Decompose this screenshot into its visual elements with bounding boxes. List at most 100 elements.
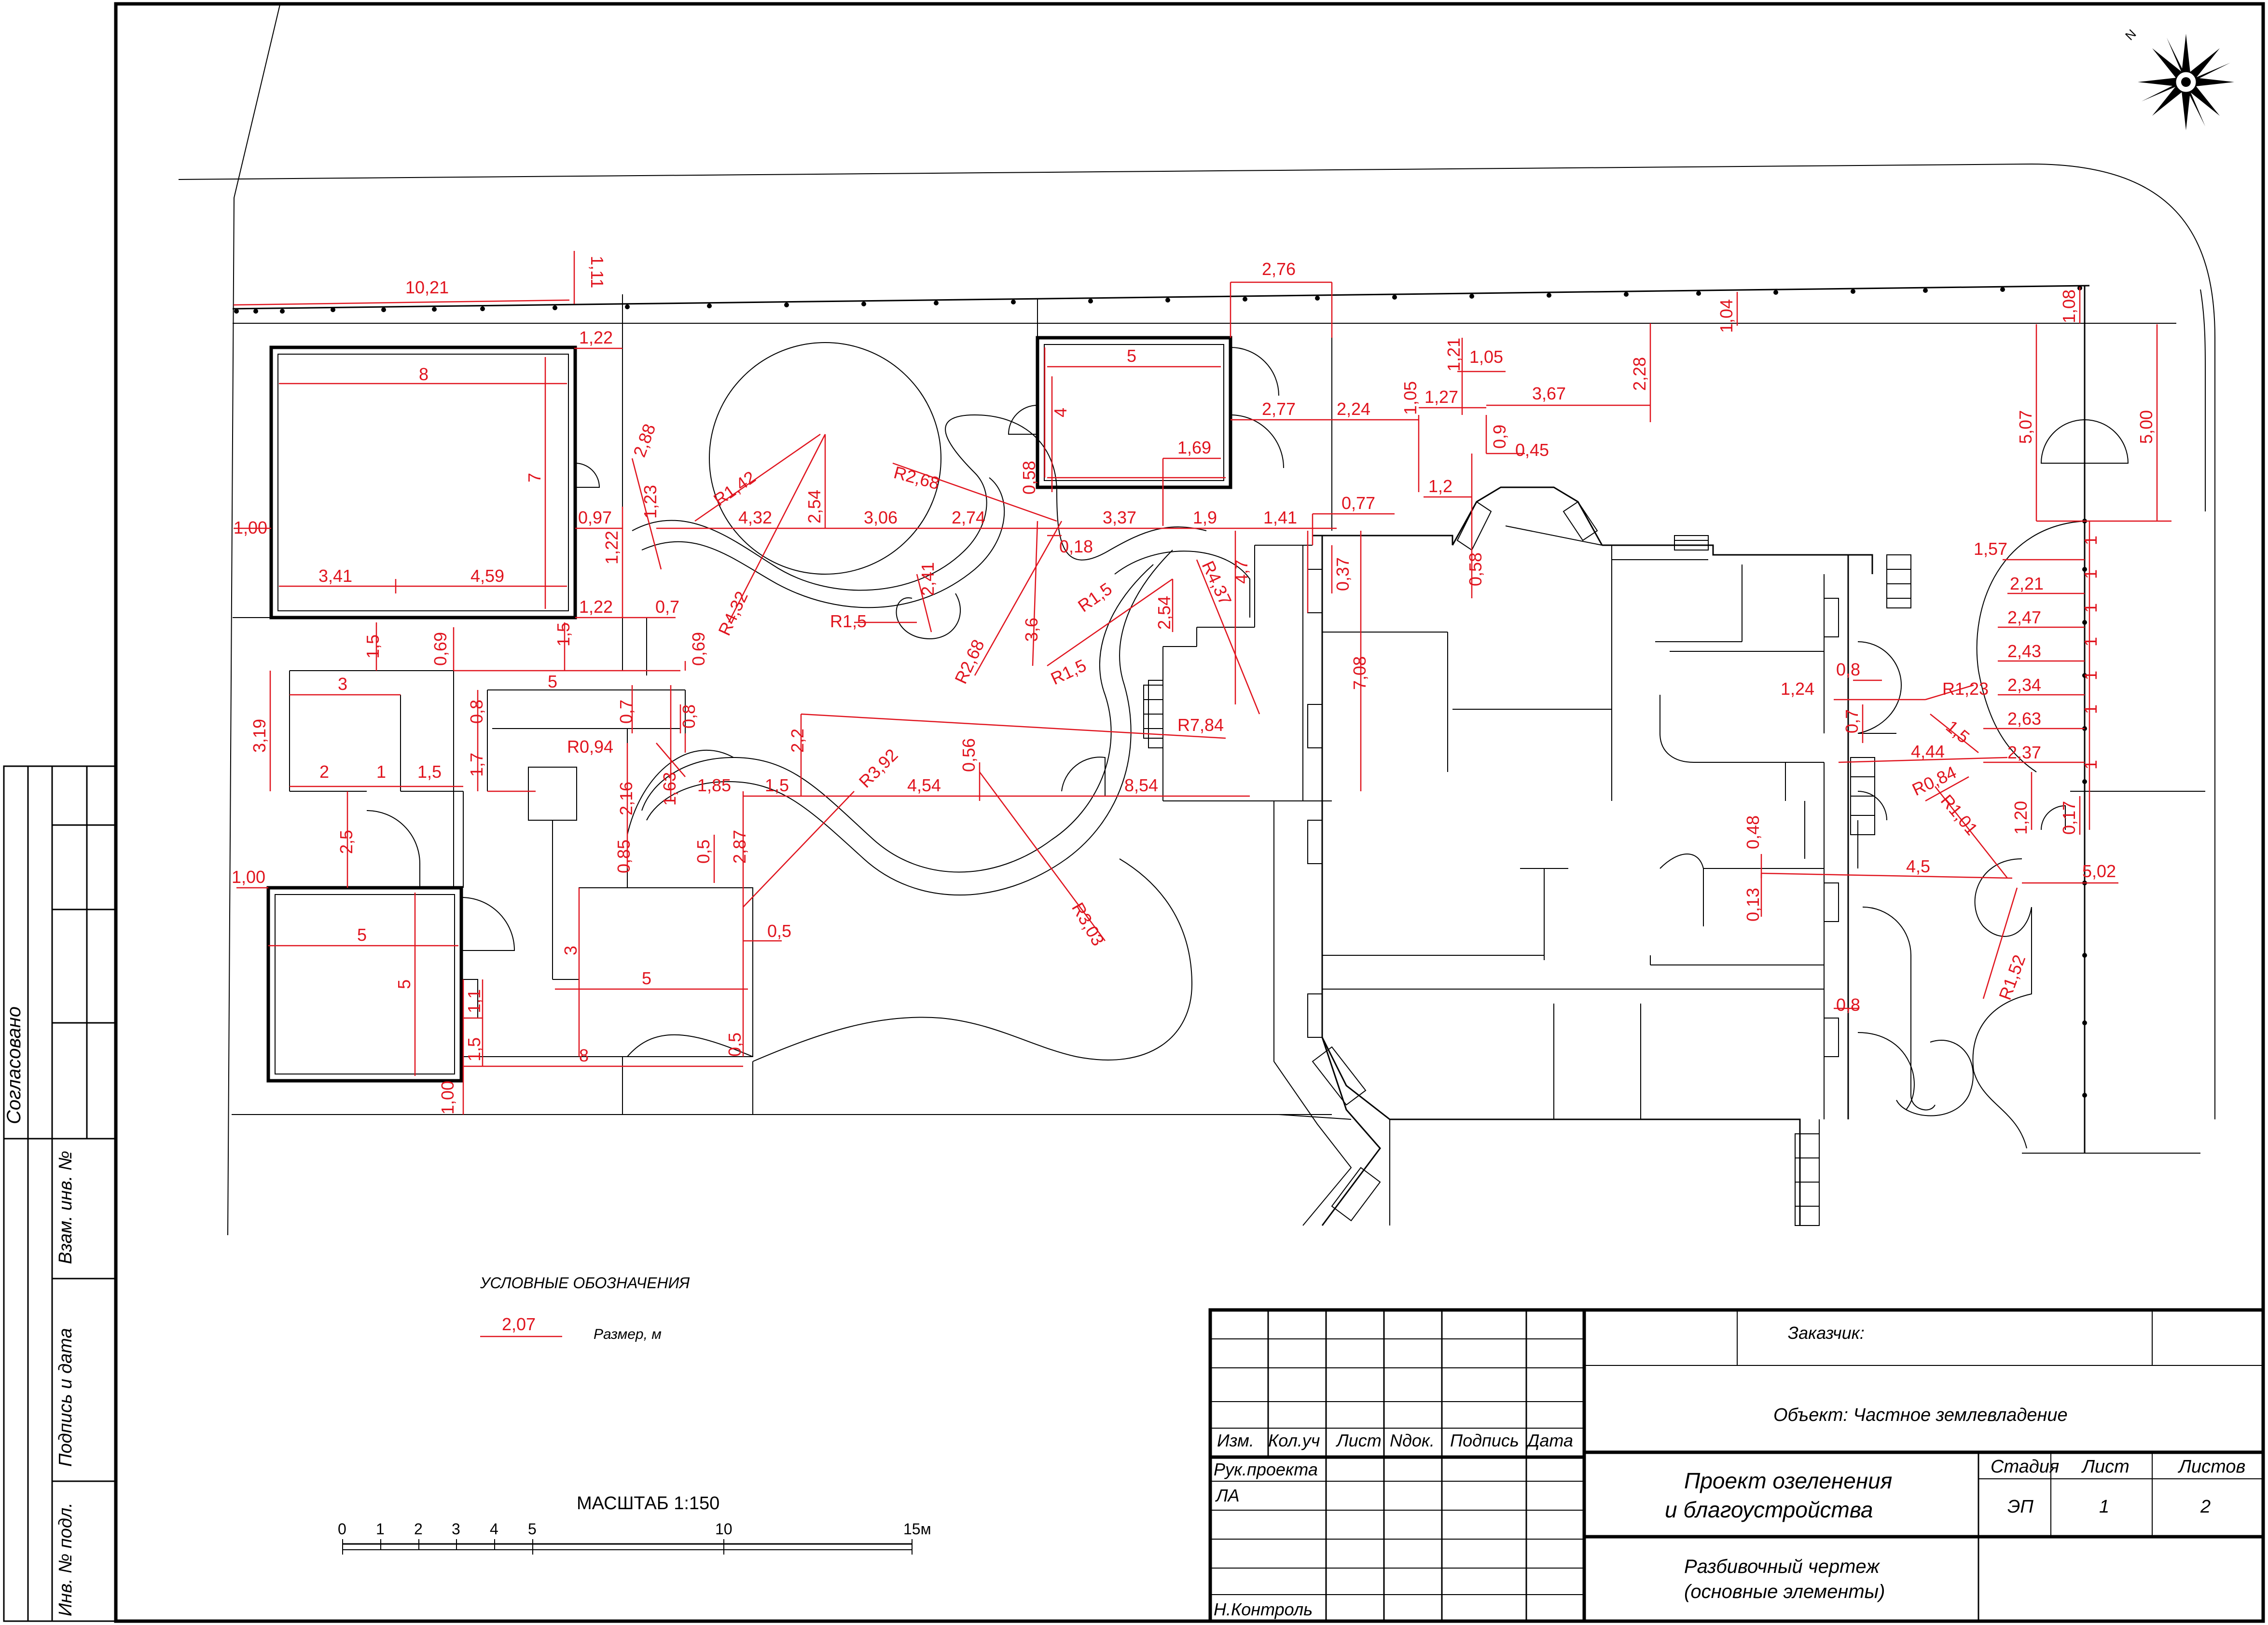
- dim-label: 3,41: [318, 566, 352, 586]
- dim-label: 1,57: [1974, 539, 2007, 559]
- dimension-labels: 10,21 1,11 1,22 8 7 1,00 3,41 4,59 0,97 …: [232, 256, 2156, 1115]
- dim-label: 1,9: [1193, 508, 1217, 527]
- dim-label: R1,5: [1048, 655, 1089, 689]
- dim-label: R1,5: [830, 611, 867, 631]
- dim-label: 1,23: [640, 485, 660, 519]
- garden-paths: [627, 342, 1332, 1115]
- dim-label: 2,24: [1337, 399, 1370, 419]
- scale-tick: 1: [376, 1520, 385, 1538]
- dim-label: 5: [1127, 346, 1136, 366]
- dim-label: 1,85: [697, 775, 731, 795]
- dim-label: 1,00: [232, 867, 265, 887]
- dim-label: 1: [2081, 536, 2101, 545]
- left-area-walls: [233, 294, 1332, 1115]
- dim-label: R4,37: [1198, 558, 1236, 608]
- legend-sample-value: 2,07: [502, 1314, 536, 1334]
- dim-label: 8,54: [1124, 775, 1158, 795]
- sheets-label: Листов: [2177, 1457, 2245, 1477]
- dim-label: R1,5: [1074, 578, 1116, 616]
- col-header-date: Дата: [1525, 1431, 1573, 1450]
- dim-label: 4,54: [907, 775, 941, 795]
- dim-label: 2,21: [2010, 574, 2044, 593]
- dim-label: 1: [2081, 671, 2101, 680]
- stage-value: ЭП: [2007, 1497, 2033, 1517]
- dim-label: 1,5: [363, 634, 383, 659]
- dim-label: R7,84: [1177, 715, 1224, 735]
- agreed-label: Согласовано: [3, 1006, 25, 1124]
- compass-rose-icon: N: [2122, 27, 2234, 130]
- scale-tick: 4: [490, 1520, 498, 1538]
- outbuilding-bottom-left: [266, 810, 515, 1083]
- replace-inv-label: Взам. инв. №: [55, 1151, 76, 1264]
- dim-label: 0,69: [430, 632, 450, 666]
- dim-label: R1,42: [710, 467, 759, 510]
- dim-label: 0,13: [1743, 888, 1763, 922]
- dim-label: 2,54: [804, 490, 824, 523]
- sign-date-label: Подпись и дата: [55, 1328, 76, 1467]
- sheet-frame: [114, 2, 2265, 1623]
- dim-label: 0,7: [655, 597, 679, 617]
- dim-label: 0,9: [1490, 425, 1509, 449]
- dim-label: 0,58: [1466, 552, 1485, 586]
- dim-label: 0,8: [467, 700, 486, 724]
- dim-label: 2,2: [788, 729, 807, 753]
- dim-label: 1: [2081, 603, 2101, 613]
- side-stamp: Согласовано Взам. инв. № Подпись и дата …: [3, 765, 117, 1622]
- dim-label: 2,16: [616, 782, 636, 815]
- dim-label: 2,76: [1262, 259, 1296, 279]
- dim-label: 0,18: [1059, 537, 1093, 556]
- dim-label: 5,02: [2082, 861, 2116, 881]
- stage-label: Стадия: [1991, 1457, 2059, 1477]
- col-header-izm: Изм.: [1217, 1431, 1254, 1450]
- dim-label: 2,47: [2007, 607, 2041, 627]
- dim-label: 5: [394, 979, 414, 989]
- dim-label: 2,77: [1262, 399, 1296, 419]
- dim-label: 0,5: [693, 840, 713, 864]
- dim-label: R3,03: [1068, 899, 1108, 950]
- dim-label: 1,5: [417, 762, 442, 782]
- dim-label: 3,67: [1532, 384, 1566, 403]
- dim-label: 4,7: [1231, 560, 1251, 584]
- right-garden-arcs: [1972, 419, 2129, 1149]
- north-label: N: [2122, 27, 2139, 43]
- dim-label: R4,32: [714, 588, 752, 638]
- dim-label: 1,5: [1942, 716, 1974, 747]
- dim-label: 1: [376, 762, 386, 782]
- site-boundary: [178, 4, 2215, 1236]
- dim-label: 5: [642, 968, 651, 988]
- dim-label: 0,7: [1842, 709, 1862, 733]
- dim-label: 5,00: [2136, 410, 2156, 444]
- object-label: Объект: Частное землевладение: [1773, 1405, 2068, 1425]
- dim-label: 1,7: [467, 753, 486, 777]
- dim-label: 1,00: [234, 518, 267, 537]
- dim-label: 3,37: [1103, 508, 1136, 527]
- dim-label: 5: [548, 672, 557, 691]
- legend: УСЛОВНЫЕ ОБОЗНАЧЕНИЯ 2,07 Размер, м: [480, 1274, 690, 1342]
- sheet-value: 1: [2099, 1497, 2109, 1517]
- main-house: [1273, 486, 1974, 1226]
- dim-label: R3,92: [855, 745, 902, 792]
- dim-label: 1,20: [2011, 801, 2031, 835]
- role-la: ЛА: [1215, 1486, 1240, 1505]
- dim-label: 1: [2081, 569, 2101, 579]
- dim-label: 2,74: [952, 508, 985, 527]
- dim-label: 0,8: [1836, 995, 1860, 1015]
- dim-label: 10,21: [405, 277, 449, 297]
- dim-label: 1,22: [579, 597, 613, 617]
- dim-label: 3: [338, 674, 347, 694]
- dim-label: 0,58: [1019, 461, 1039, 495]
- dim-label: 0,48: [1743, 815, 1763, 849]
- dim-label: 4,44: [1911, 742, 1945, 761]
- scale-tick: 5: [528, 1520, 537, 1538]
- dim-label: 0,17: [2059, 801, 2079, 835]
- scale-tick: 15м: [903, 1520, 931, 1538]
- dim-label: 1,05: [1469, 347, 1503, 367]
- stairs: [463, 501, 1911, 1226]
- dim-label: 2,37: [2007, 743, 2041, 762]
- dim-label: 0,8: [679, 704, 699, 729]
- dim-label: 2,54: [1154, 596, 1174, 630]
- scale-title: МАСШТАБ 1:150: [577, 1493, 719, 1514]
- col-header-list: Лист: [1336, 1431, 1382, 1450]
- dim-label: 2,28: [1630, 357, 1649, 391]
- scale-tick: 3: [452, 1520, 460, 1538]
